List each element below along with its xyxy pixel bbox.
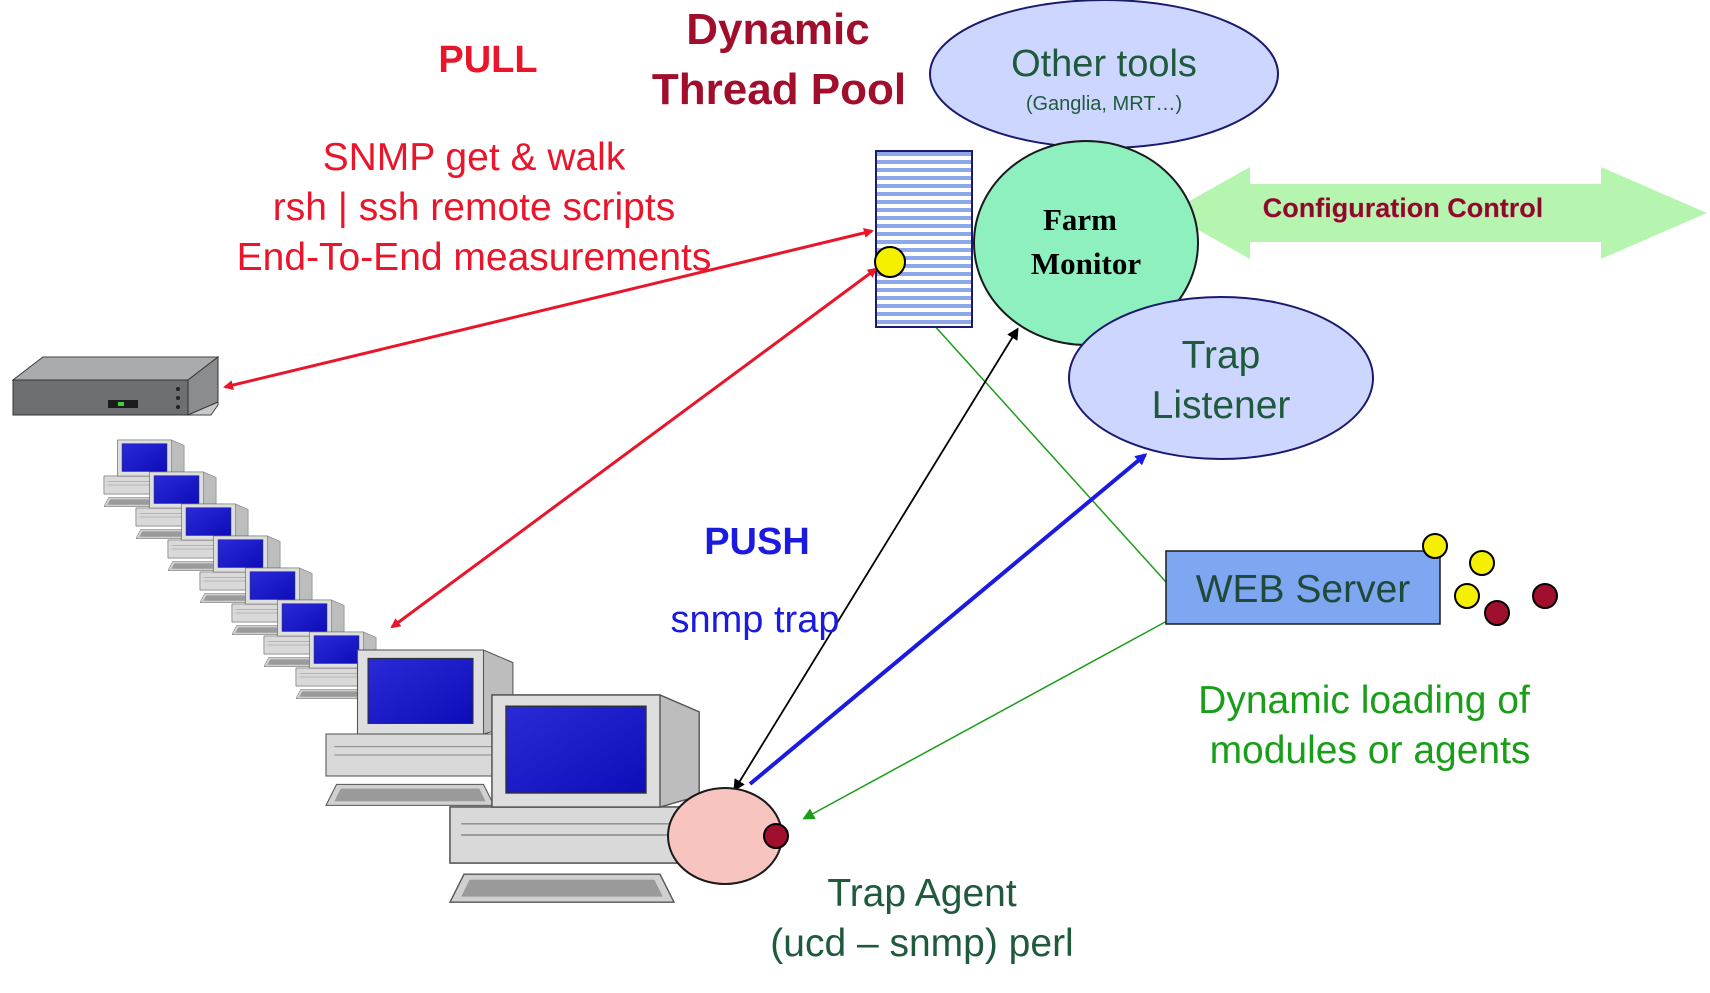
farm-monitor-label-line1: Farm (1043, 202, 1117, 237)
computer-cascade (103, 439, 717, 903)
dynamic-loading-line1: Dynamic loading of (1198, 679, 1530, 722)
trap-listener-node: Trap Listener (1068, 296, 1374, 460)
agent-dot-icon (763, 823, 789, 849)
thread-pool-title-line2: Thread Pool (652, 65, 906, 114)
configuration-control-label: Configuration Control (1263, 193, 1543, 223)
trap-agent-label-line2: (ucd – snmp) perl (770, 922, 1073, 965)
thread-pool-box (875, 150, 973, 328)
other-tools-node: Other tools (Ganglia, MRT…) (929, 0, 1279, 149)
farm-monitor-node: Farm Monitor (973, 140, 1199, 346)
module-dot-icon (1484, 600, 1510, 626)
pull-method-3: End-To-End measurements (237, 236, 712, 279)
module-dot-icon (1469, 550, 1495, 576)
trap-listener-label-line2: Listener (1152, 384, 1291, 427)
module-dot-icon (1422, 533, 1448, 559)
push-arrow-to-trap-listener (748, 453, 1148, 786)
trap-listener-label-line1: Trap (1182, 334, 1261, 377)
snmp-trap-label: snmp trap (671, 599, 840, 641)
web-server-label: WEB Server (1196, 568, 1411, 611)
pull-method-1: SNMP get & walk (323, 136, 626, 179)
module-dots (1422, 533, 1558, 626)
module-dot-icon (1532, 583, 1558, 609)
pull-arrow-to-computers (390, 267, 878, 629)
pull-method-2: rsh | ssh remote scripts (273, 186, 675, 229)
web-server-node: WEB Server (1165, 550, 1441, 625)
other-tools-subtitle: (Ganglia, MRT…) (1026, 93, 1182, 115)
thread-pool-title-line1: Dynamic (686, 5, 869, 54)
push-arrow-trap-agent-to-farm-monitor (733, 327, 1019, 792)
trap-agent-label-line1: Trap Agent (827, 872, 1017, 915)
dynamic-loading-line2: modules or agents (1210, 729, 1531, 772)
trap-agent-node (667, 787, 789, 885)
pull-label: PULL (438, 39, 537, 81)
configuration-control-arrow: Configuration Control (1168, 167, 1707, 259)
module-dot-icon (1454, 583, 1480, 609)
other-tools-title: Other tools (1011, 43, 1197, 85)
web-to-trap-agent-arrow (802, 614, 1179, 820)
push-label: PUSH (704, 521, 810, 563)
router-device-icon (11, 355, 220, 416)
module-dot-icon (874, 246, 906, 278)
farm-monitor-label-line2: Monitor (1031, 246, 1141, 281)
